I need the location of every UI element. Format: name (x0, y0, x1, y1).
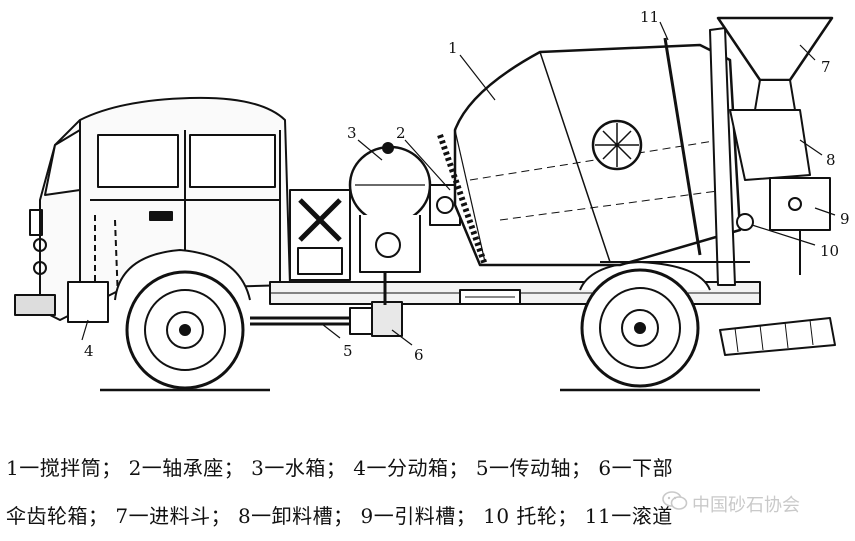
transfer-box (67, 281, 109, 323)
callout-2: 2 (396, 124, 406, 142)
drum-gear-ring (437, 134, 488, 266)
leader-4 (81, 319, 89, 341)
legend-line-2: 伞齿轮箱； 7一进料斗； 8一卸料槽； 9一引料槽； 10 托轮； 11一滚道 (6, 504, 673, 528)
water-tank (348, 142, 432, 273)
watermark-text: 中国砂石协会 (692, 494, 800, 516)
wechat-icon (662, 490, 688, 517)
support-roller (736, 213, 754, 231)
lead-chute (769, 177, 831, 275)
leader-3 (357, 139, 383, 161)
front-wheel (114, 249, 251, 390)
callout-10: 10 (820, 242, 839, 260)
discharge-chute (729, 109, 811, 181)
callout-1: 1 (448, 39, 458, 57)
feed-hopper (716, 16, 834, 111)
door-handle (149, 211, 173, 221)
support-frame (600, 27, 750, 286)
pump-unit (289, 189, 351, 281)
callout-11: 11 (640, 8, 659, 26)
raceway (663, 37, 702, 256)
leader-5 (321, 323, 341, 339)
callout-3: 3 (347, 124, 357, 142)
leader-11 (659, 21, 669, 41)
leader-7 (799, 44, 816, 61)
leader-9 (814, 207, 836, 216)
cab-window-right (189, 134, 276, 188)
leader-1 (459, 54, 496, 101)
callout-8: 8 (826, 151, 836, 169)
cab-window-left (97, 134, 179, 188)
leader-lines (81, 21, 836, 346)
rear-track (719, 317, 836, 356)
callout-9: 9 (840, 210, 850, 228)
legend-line-1: 1一搅拌筒； 2一轴承座； 3一水箱； 4一分动箱； 5一传动轴； 6一下部 (6, 456, 674, 480)
leader-6 (391, 329, 413, 346)
leader-8 (799, 139, 823, 156)
mixing-drum (437, 43, 742, 267)
rear-wheel (579, 261, 711, 388)
watermark: 中国砂石协会 (662, 490, 800, 517)
callout-6: 6 (414, 346, 424, 364)
callout-4: 4 (84, 342, 94, 360)
mixer-truck-diagram: 1 2 3 4 5 6 7 8 9 10 11 (14, 8, 850, 392)
leader-2 (404, 139, 451, 191)
front-bumper (14, 294, 56, 316)
leader-10 (751, 224, 816, 246)
callout-7: 7 (821, 58, 831, 76)
callout-5: 5 (343, 342, 353, 360)
